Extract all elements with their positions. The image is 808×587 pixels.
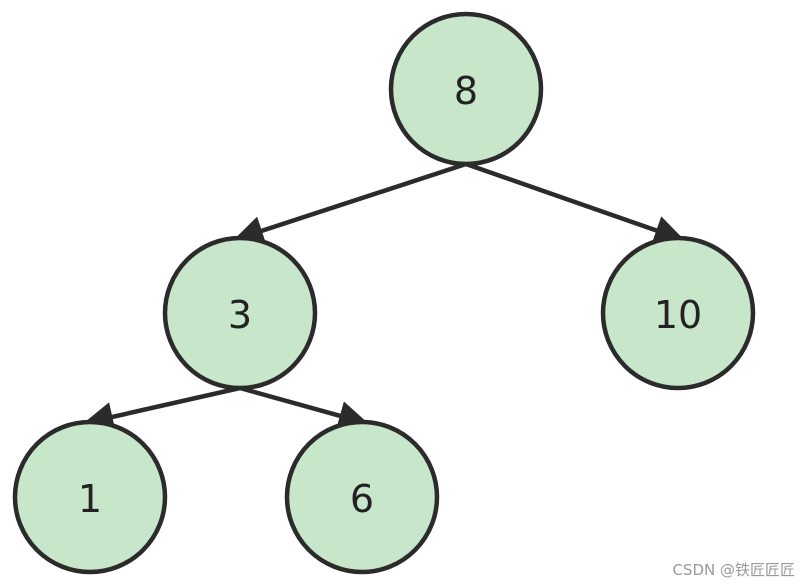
node-10-circle xyxy=(600,235,756,391)
node-1: 1 xyxy=(12,419,168,575)
node-8-label: 8 xyxy=(454,69,478,113)
edge-3-to-1 xyxy=(83,385,241,432)
edge-8-to-3 xyxy=(233,161,467,246)
node-8: 8 xyxy=(388,11,544,167)
edge-8-to-10 xyxy=(465,161,685,245)
node-3: 3 xyxy=(162,235,318,391)
node-1-circle xyxy=(12,419,168,575)
watermark-text: CSDN @铁匠匠匠 xyxy=(672,561,795,579)
nodes-layer: 8 3 10 1 6 xyxy=(12,11,756,575)
node-1-label: 1 xyxy=(78,477,102,521)
node-3-label: 3 xyxy=(228,293,252,337)
node-8-circle xyxy=(388,11,544,167)
node-6-circle xyxy=(284,419,440,575)
node-6-label: 6 xyxy=(350,477,374,521)
node-10-label: 10 xyxy=(654,293,702,337)
node-3-circle xyxy=(162,235,318,391)
edge-3-to-6 xyxy=(239,385,369,431)
node-10: 10 xyxy=(600,235,756,391)
edges-layer xyxy=(83,161,685,432)
node-6: 6 xyxy=(284,419,440,575)
